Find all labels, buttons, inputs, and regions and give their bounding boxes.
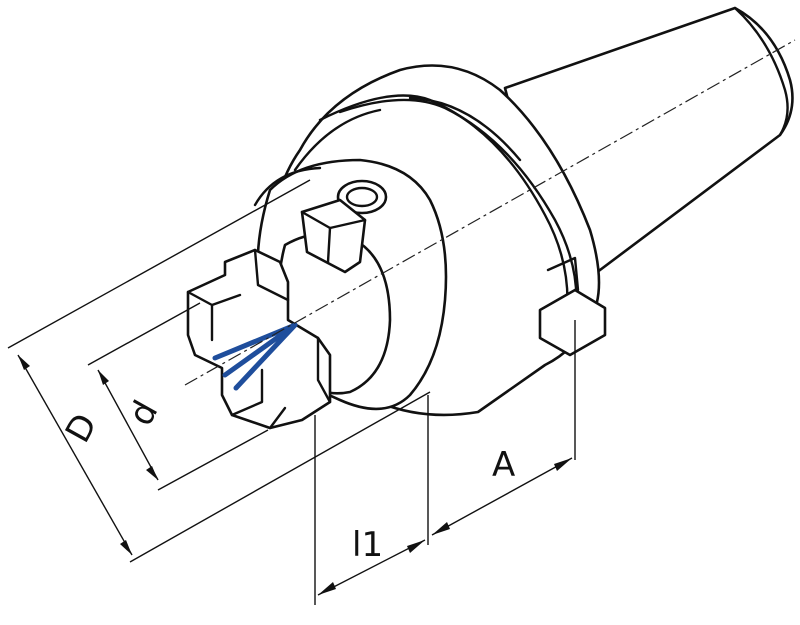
dimension-label-D: D bbox=[58, 407, 106, 449]
dimension-l1: l1 bbox=[314, 395, 429, 605]
coolant-jet-3 bbox=[233, 322, 298, 391]
coolant-jet-2 bbox=[222, 322, 298, 378]
drive-key bbox=[300, 198, 367, 274]
centerline bbox=[184, 39, 796, 386]
dimension-label-A: A bbox=[492, 445, 515, 485]
dimension-label-d: d bbox=[121, 394, 166, 432]
dimension-label-l1: l1 bbox=[352, 525, 383, 565]
dimension-A: A bbox=[431, 320, 576, 536]
